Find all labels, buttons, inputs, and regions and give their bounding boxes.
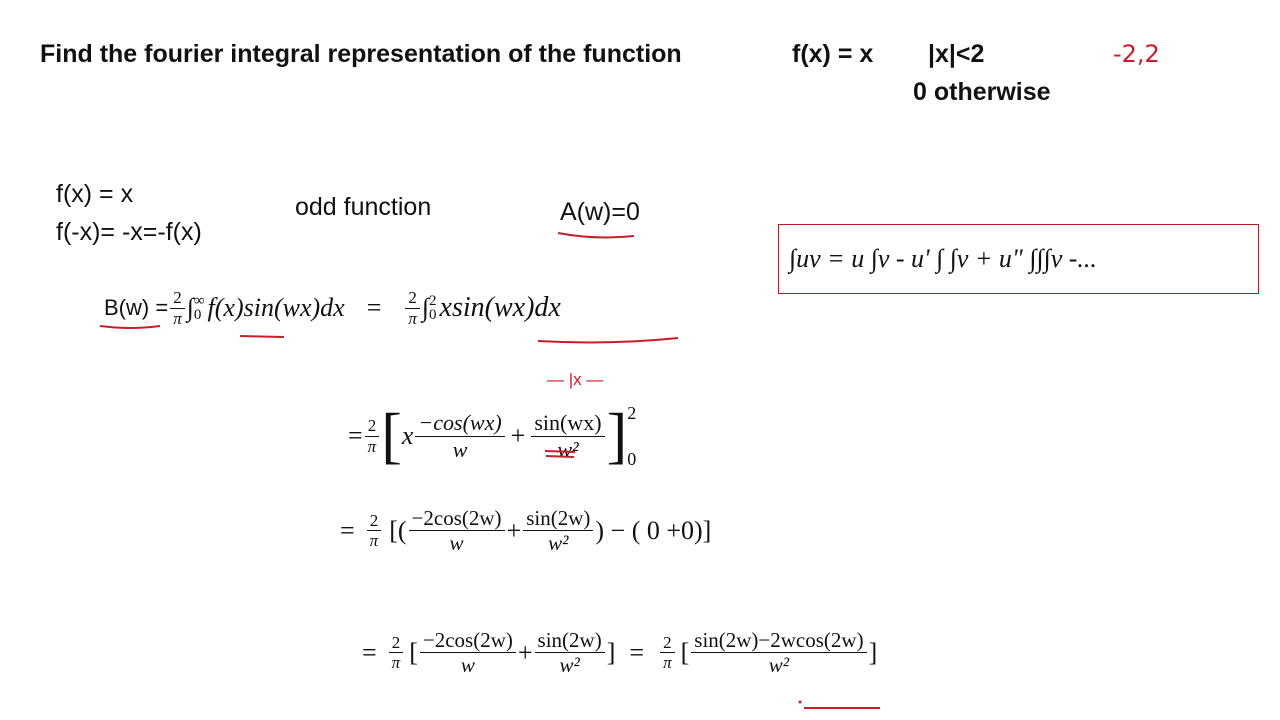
plus-sign: + — [510, 421, 526, 450]
frac-num: sin(wx) — [531, 410, 605, 437]
handwritten-sign-note: — |x — — [547, 370, 604, 389]
frac-num: 2 — [364, 416, 380, 437]
open-brackets: [( — [389, 515, 407, 545]
frac-num: sin(2w) — [523, 506, 594, 532]
ink-dot — [798, 700, 802, 704]
sin-fraction: sin(wx) w² — [531, 410, 605, 462]
frac-den: π — [391, 653, 401, 673]
lower-limit: 0 — [429, 307, 437, 324]
fx-line: f(x) = x — [56, 180, 134, 208]
left-bracket: [ — [409, 637, 418, 667]
frac-num: 2 — [388, 633, 404, 654]
frac-den: w² — [548, 531, 569, 556]
fx-underline — [239, 335, 285, 338]
frac-den: w² — [768, 653, 790, 678]
right-bracket-2: ] — [868, 637, 878, 667]
first-fraction: −2cos(2w) w — [408, 506, 505, 556]
lower-limit: 0 — [627, 449, 637, 469]
integrand-x: xsin(wx)dx — [439, 292, 561, 324]
first-fraction: −2cos(2w) w — [419, 628, 516, 678]
integral-limits: ∞ 0 — [193, 293, 205, 324]
frac-den: π — [367, 436, 377, 456]
odd-function-label: odd function — [295, 193, 432, 221]
second-fraction: sin(2w) w² — [534, 628, 605, 678]
combined-fraction: sin(2w)−2wcos(2w) w² — [691, 628, 867, 678]
frac-num: 2 — [170, 288, 185, 309]
frac-den: π — [663, 653, 672, 673]
integral-sign-2: ∫ — [421, 293, 430, 323]
aw-zero: A(w)=0 — [560, 198, 640, 226]
two-over-pi-2: 2 π — [405, 288, 420, 328]
substitution-line: = 2 π [( −2cos(2w) w + sin(2w) w² ) − ( … — [340, 506, 711, 555]
f-negx-line: f(-x)= -x=-f(x) — [56, 218, 202, 246]
integrand-underline — [537, 337, 679, 344]
frac-den: π — [173, 308, 182, 328]
frac-den: π — [369, 531, 379, 551]
equals-sign-2: = — [629, 637, 645, 667]
lower-limit: 0 — [193, 307, 202, 324]
frac-den: w² — [559, 653, 580, 678]
second-fraction: sin(2w) w² — [523, 506, 594, 556]
upper-limit: 2 — [627, 403, 637, 423]
two-over-pi: 2 π — [366, 511, 382, 551]
subtraction-tail: ) − ( 0 +0)] — [595, 515, 712, 545]
two-over-pi-2: 2 π — [660, 633, 675, 673]
frac-num: 2 — [660, 633, 675, 654]
final-line: = 2 π [ −2cos(2w) w + sin(2w) w² ] = 2 π… — [362, 628, 877, 677]
evaluation-limits: 2 0 — [627, 390, 636, 482]
evaluation-line: = 2 π [ x −cos(wx) w + sin(wx) w² ] 2 0 — [348, 390, 636, 482]
aw-underline — [557, 232, 635, 239]
equals-sign: = — [348, 421, 363, 450]
integrand-fx: f(x)sin(wx)dx — [207, 293, 345, 323]
plus-sign: + — [517, 637, 533, 667]
two-over-pi: 2 π — [170, 288, 185, 328]
cos-fraction: −cos(wx) w — [415, 410, 505, 462]
frac-den: w — [449, 531, 464, 556]
right-bracket: ] — [606, 402, 628, 470]
frac-num: −2cos(2w) — [408, 506, 505, 532]
frac-num: 2 — [405, 288, 420, 309]
condition-abs-x: |x|<2 — [928, 40, 985, 68]
frac-num: −2cos(2w) — [419, 628, 516, 654]
frac-den: π — [408, 308, 417, 328]
integral-limits-2: 2 0 — [429, 293, 437, 324]
upper-limit: 2 — [429, 293, 437, 310]
integration-by-parts-box: ∫uv = u ∫v - u' ∫ ∫v + u" ∫∫∫v -... — [778, 224, 1259, 294]
right-bracket: ] — [606, 637, 616, 667]
frac-num: sin(2w) — [534, 628, 605, 654]
function-definition: f(x) = x — [792, 40, 874, 68]
two-over-pi: 2 π — [388, 633, 404, 673]
handwritten-interval-note: -2,2 — [1113, 40, 1160, 68]
equals-sign: = — [362, 637, 377, 667]
frac-num: 2 — [366, 511, 382, 532]
x-term: x — [401, 421, 414, 450]
frac-num: sin(2w)−2wcos(2w) — [691, 628, 867, 654]
integral-sign: ∫ — [186, 293, 194, 323]
frac-den: w — [460, 653, 475, 678]
plus-sign: + — [506, 515, 522, 545]
equals-sign: = — [340, 515, 355, 545]
left-bracket-2: [ — [680, 637, 690, 667]
two-over-pi: 2 π — [364, 416, 380, 456]
left-bracket: [ — [381, 402, 402, 470]
frac-den: w — [452, 436, 468, 462]
equals-sign: = — [366, 293, 382, 323]
problem-title: Find the fourier integral representation… — [40, 40, 682, 68]
upper-limit: ∞ — [193, 293, 205, 310]
bw-equation: B(w) = 2 π ∫ ∞ 0 f(x)sin(wx)dx = 2 π ∫ 2… — [104, 288, 561, 328]
frac-num: −cos(wx) — [415, 410, 505, 437]
integration-by-parts-formula: ∫uv = u ∫v - u' ∫ ∫v + u" ∫∫∫v -... — [789, 244, 1097, 273]
condition-otherwise: 0 otherwise — [913, 78, 1051, 106]
bw-label: B(w) = — [104, 295, 169, 321]
frac-den: w² — [557, 436, 579, 462]
